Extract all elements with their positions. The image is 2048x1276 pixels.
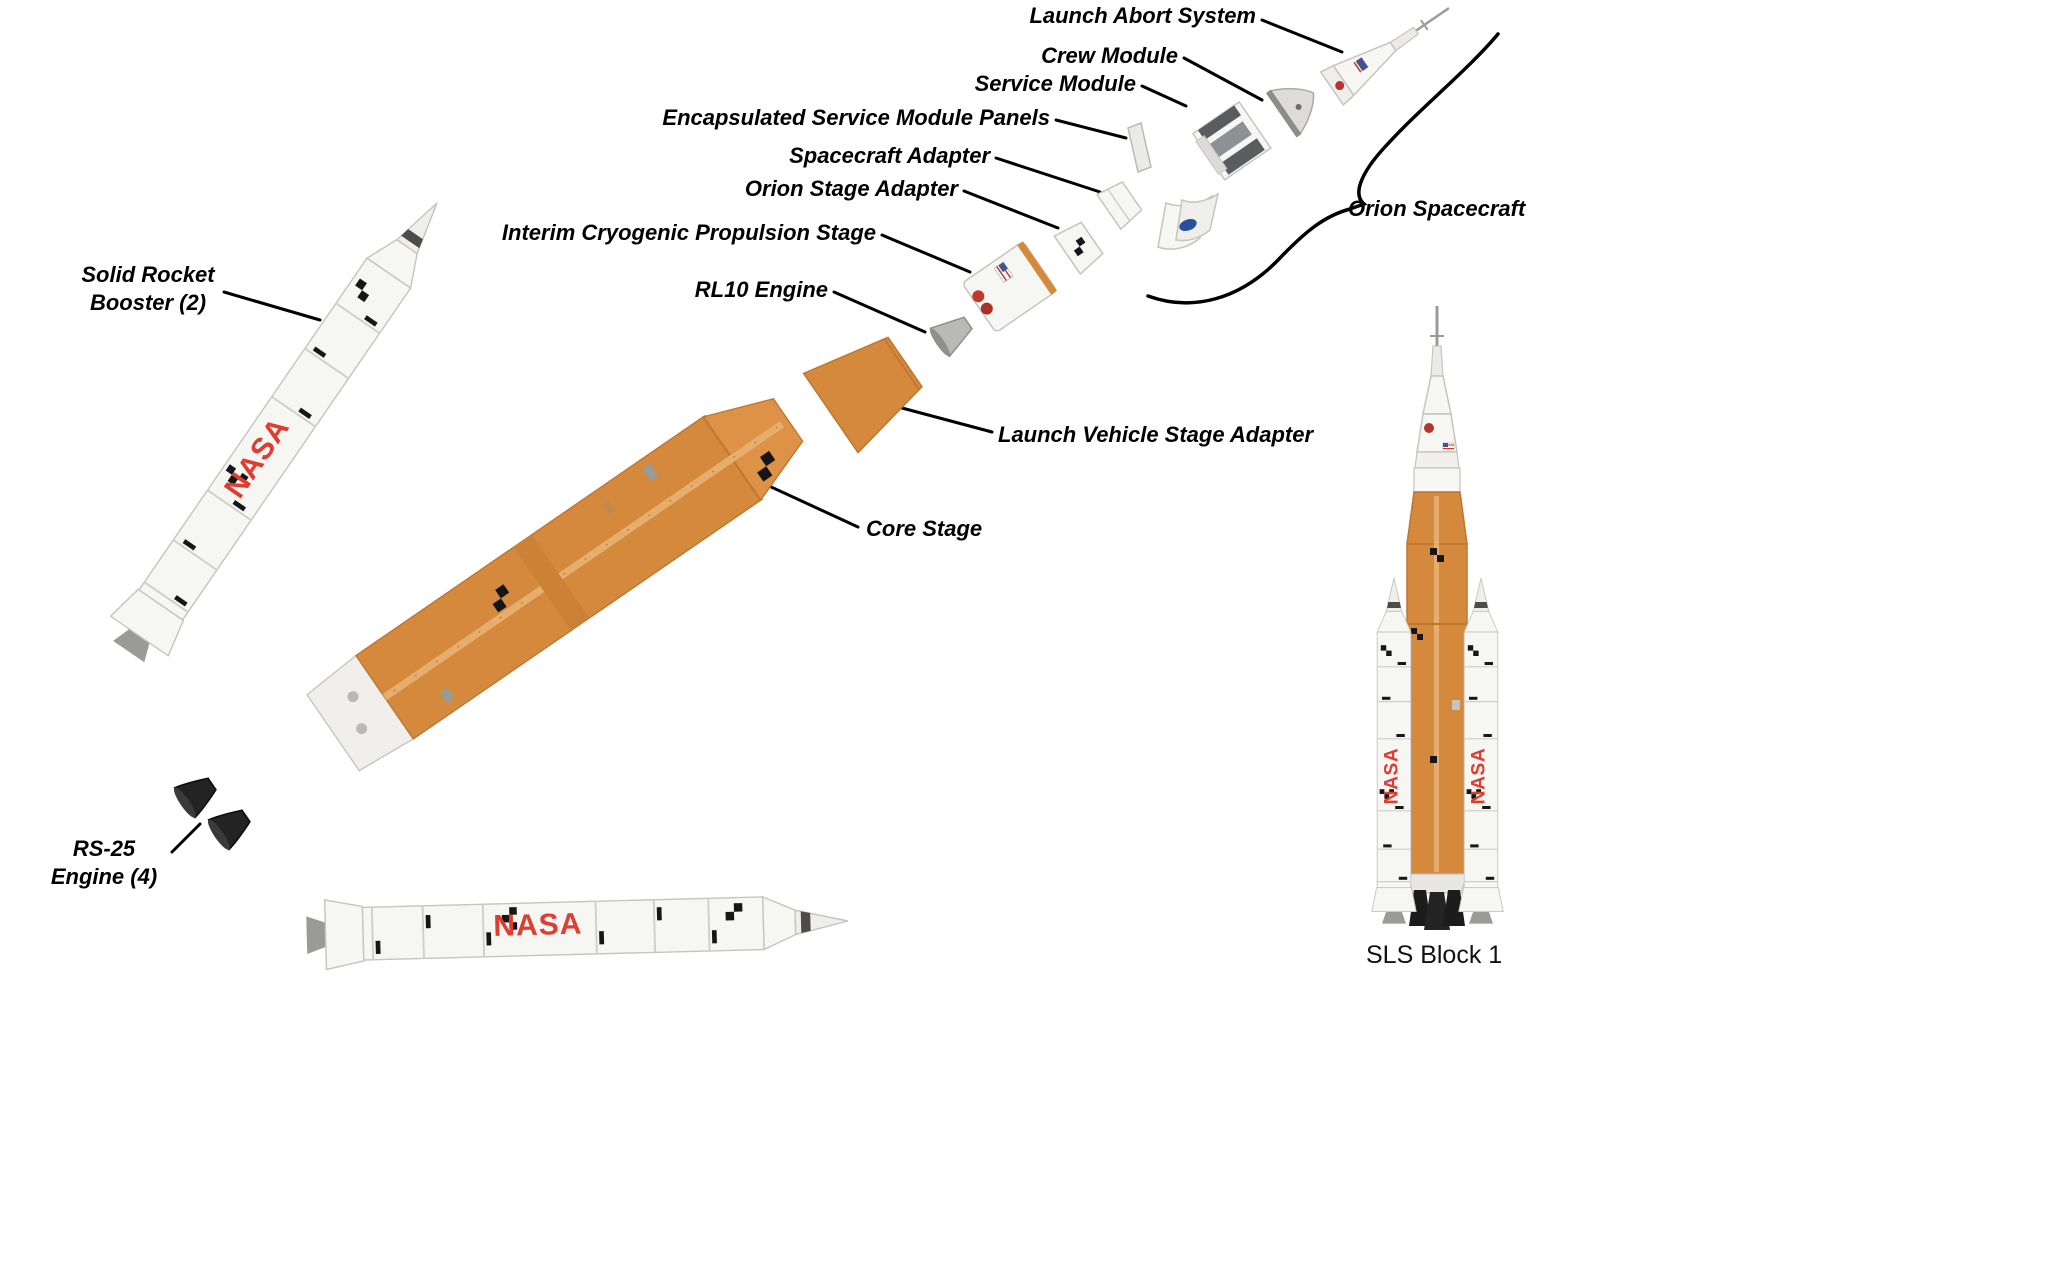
leader-solid-rocket-booster	[222, 290, 322, 322]
label-service-module: Service Module	[974, 71, 1136, 96]
leader-lvsa	[900, 406, 994, 434]
stack-right-booster-art	[1458, 577, 1504, 925]
label-spacecraft-adapter: Spacecraft Adapter	[789, 143, 990, 168]
crew-module-art	[1265, 87, 1315, 138]
stack-left-booster-art	[1371, 577, 1417, 925]
label-crew-module: Crew Module	[1041, 43, 1178, 68]
caption-sls-block-1: SLS Block 1	[1366, 941, 1503, 969]
leader-launch-abort-system	[1260, 18, 1344, 54]
leader-icps	[880, 233, 972, 274]
solid-rocket-booster-horizontal-art	[304, 885, 850, 971]
launch-abort-system-art	[1319, 6, 1450, 107]
leader-crew-module	[1182, 56, 1264, 102]
icps-art	[963, 241, 1057, 332]
label-rs25-engine: RS-25 Engine (4)	[50, 836, 158, 889]
label-rl10-engine: RL10 Engine	[694, 277, 828, 302]
service-module-art	[1191, 100, 1272, 181]
leader-core-stage	[754, 478, 860, 529]
label-esm-panels: Encapsulated Service Module Panels	[662, 105, 1050, 130]
leader-spacecraft-adapter	[994, 156, 1102, 194]
sls-block1-stack-art	[1371, 306, 1504, 930]
label-icps: Interim Cryogenic Propulsion Stage	[501, 220, 876, 245]
label-core-stage: Core Stage	[866, 516, 983, 541]
leader-lines	[170, 18, 1344, 854]
rl10-engine-art	[929, 316, 973, 358]
label-solid-rocket-booster: Solid Rocket Booster (2)	[81, 262, 215, 315]
esm-panels-art	[1127, 121, 1220, 250]
lvsa-art	[802, 336, 923, 454]
leader-orion-stage-adapter	[962, 189, 1060, 230]
spacecraft-adapter-art	[1095, 181, 1143, 231]
leader-esm-panels	[1054, 118, 1128, 140]
label-lvsa: Launch Vehicle Stage Adapter	[998, 422, 1314, 447]
leader-rs25-engine	[170, 822, 202, 854]
solid-rocket-booster-art	[98, 182, 467, 673]
rs25-engines-art	[173, 777, 251, 851]
leader-rl10-engine	[832, 290, 927, 334]
label-launch-abort-system: Launch Abort System	[1029, 3, 1256, 28]
label-orion-spacecraft: Orion Spacecraft	[1348, 196, 1526, 221]
label-orion-stage-adapter: Orion Stage Adapter	[744, 176, 958, 201]
leader-service-module	[1140, 84, 1188, 108]
orion-stage-adapter-art	[1053, 221, 1104, 276]
core-stage-art	[306, 397, 804, 772]
orion-spacecraft-brace	[1146, 32, 1500, 305]
